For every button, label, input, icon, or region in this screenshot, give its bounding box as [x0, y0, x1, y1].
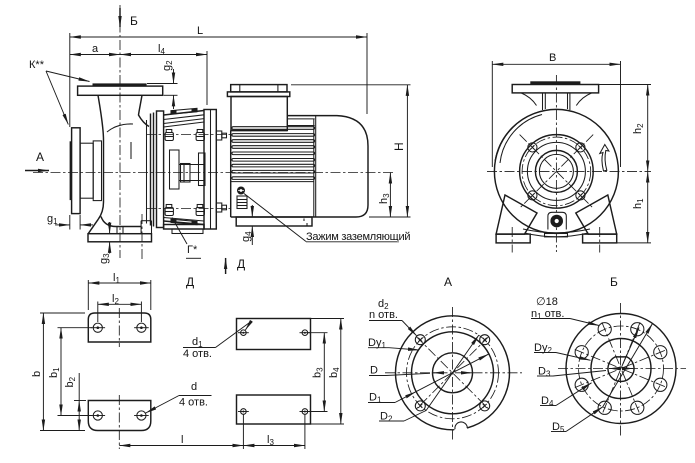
- svg-text:B: B: [549, 52, 556, 64]
- svg-text:d1: d1: [192, 336, 203, 349]
- svg-text:4 отв.: 4 отв.: [183, 348, 212, 360]
- svg-text:D5: D5: [552, 421, 565, 434]
- svg-text:h3: h3: [378, 193, 391, 204]
- svg-text:D1: D1: [369, 392, 382, 405]
- svg-text:4 отв.: 4 отв.: [179, 397, 208, 409]
- svg-text:g2: g2: [161, 60, 174, 71]
- svg-text:h1: h1: [632, 198, 645, 209]
- svg-text:d2: d2: [378, 298, 389, 311]
- svg-text:l3: l3: [267, 434, 274, 447]
- svg-text:Б: Б: [130, 14, 138, 28]
- svg-text:b1: b1: [48, 367, 61, 378]
- svg-text:L: L: [197, 25, 203, 37]
- svg-text:Dy1: Dy1: [368, 337, 386, 350]
- svg-text:a: a: [92, 43, 99, 55]
- svg-text:b: b: [31, 371, 43, 377]
- svg-text:∅18: ∅18: [536, 296, 558, 308]
- svg-text:Зажим заземляющий: Зажим заземляющий: [306, 231, 410, 243]
- svg-text:g3: g3: [98, 253, 111, 264]
- svg-text:Г*: Г*: [187, 244, 198, 256]
- svg-text:n отв.: n отв.: [369, 309, 398, 321]
- svg-text:n1 отв.: n1 отв.: [531, 308, 564, 321]
- svg-text:l4: l4: [158, 43, 165, 56]
- svg-text:H: H: [392, 142, 406, 151]
- svg-text:l1: l1: [113, 272, 120, 285]
- svg-text:d: d: [191, 381, 197, 393]
- svg-text:К**: К**: [29, 59, 45, 71]
- svg-text:А: А: [36, 150, 44, 164]
- svg-text:Д: Д: [237, 257, 245, 271]
- svg-text:А: А: [444, 275, 452, 289]
- svg-text:g4: g4: [240, 231, 253, 242]
- svg-text:h2: h2: [632, 123, 645, 134]
- svg-text:D2: D2: [380, 411, 393, 424]
- svg-text:D3: D3: [538, 366, 551, 379]
- svg-text:l2: l2: [112, 293, 119, 306]
- svg-text:Б: Б: [610, 275, 618, 289]
- svg-text:b4: b4: [328, 367, 341, 378]
- svg-text:D4: D4: [541, 395, 554, 408]
- svg-text:g1: g1: [47, 213, 58, 226]
- svg-text:D: D: [370, 365, 378, 377]
- svg-text:b3: b3: [312, 367, 325, 378]
- svg-text:Д: Д: [186, 275, 194, 289]
- svg-text:b2: b2: [64, 376, 77, 387]
- svg-text:l: l: [181, 434, 183, 446]
- svg-text:Dy2: Dy2: [534, 342, 552, 355]
